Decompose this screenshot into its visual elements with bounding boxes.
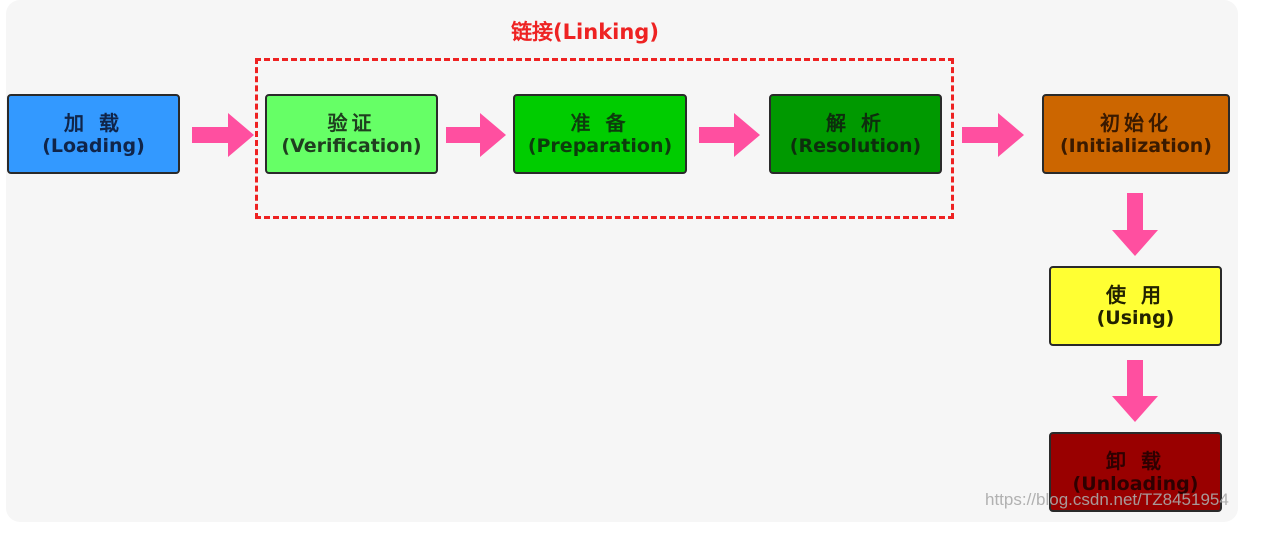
stage-initialization: 初始化 (Initialization) (1042, 94, 1230, 174)
arrow-preparation-to-resolution (699, 113, 760, 157)
watermark-text: https://blog.csdn.net/TZ8451954 (985, 490, 1229, 509)
linking-title: 链接(Linking) (511, 20, 659, 44)
stage-preparation-en: (Preparation) (527, 134, 673, 157)
stage-initialization-en: (Initialization) (1060, 134, 1212, 157)
diagram-panel (6, 0, 1238, 522)
stage-resolution: 解 析 (Resolution) (769, 94, 942, 174)
stage-initialization-zh: 初始化 (1100, 110, 1172, 135)
stage-using-en: (Using) (1096, 306, 1175, 329)
stage-unloading: 卸 载 (Unloading) (1049, 432, 1222, 512)
stage-loading: 加 载 (Loading) (7, 94, 180, 174)
stage-using: 使 用 (Using) (1049, 266, 1222, 346)
stage-verification-en: (Verification) (281, 134, 422, 157)
stage-using-zh: 使 用 (1106, 282, 1165, 307)
stage-resolution-zh: 解 析 (826, 110, 885, 135)
arrow-initialization-to-using (1112, 193, 1158, 256)
linking-group-frame (255, 58, 954, 219)
arrow-resolution-to-initialization (962, 113, 1024, 157)
stage-preparation: 准 备 (Preparation) (513, 94, 687, 174)
stage-loading-zh: 加 载 (64, 110, 123, 135)
stage-preparation-zh: 准 备 (570, 110, 630, 135)
stage-verification-zh: 验证 (327, 110, 376, 135)
stage-unloading-en: (Unloading) (1072, 472, 1199, 495)
stage-verification: 验证 (Verification) (265, 94, 438, 174)
stage-unloading-zh: 卸 载 (1106, 448, 1165, 473)
arrow-verification-to-preparation (446, 113, 506, 157)
arrow-loading-to-verification (192, 113, 254, 157)
stage-resolution-en: (Resolution) (789, 134, 922, 157)
stage-loading-en: (Loading) (42, 134, 145, 157)
arrow-using-to-unloading (1112, 360, 1158, 422)
